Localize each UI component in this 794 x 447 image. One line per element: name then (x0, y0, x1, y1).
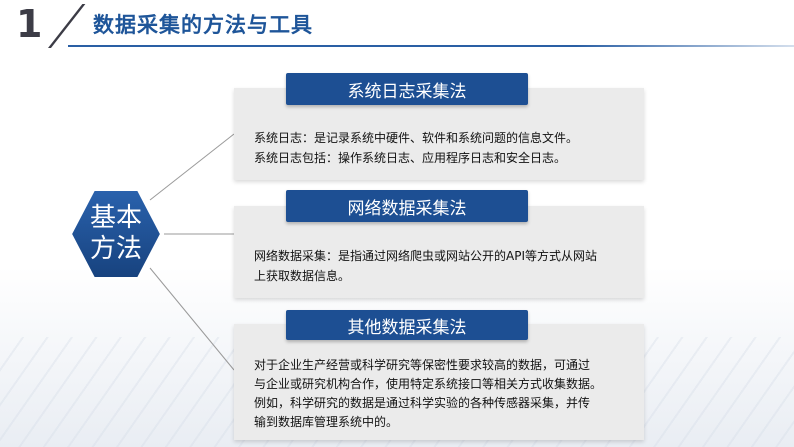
hexagon-label-line-1: 基本 (89, 203, 142, 233)
basic-methods-hexagon: 基本 方法 (68, 186, 164, 282)
method-tab-system-log: 系统日志采集法 (286, 73, 528, 105)
slide-header: 1 数据采集的方法与工具 (0, 0, 794, 48)
method-card-body: 网络数据采集：是指通过网络爬虫或网站公开的API等方式从网站 上获取数据信息。 (254, 246, 630, 286)
method-tab-network-data: 网络数据采集法 (286, 190, 528, 222)
connector-line-3 (149, 267, 235, 371)
method-text-line: 上获取数据信息。 (254, 269, 351, 283)
method-tab-other-data: 其他数据采集法 (286, 310, 528, 340)
hexagon-label: 基本 方法 (68, 186, 164, 282)
method-text-line: 系统日志包括：操作系统日志、应用程序日志和安全日志。 (254, 151, 567, 165)
connector-line-1 (149, 133, 235, 201)
method-text-line: 系统日志：是记录系统中硬件、软件和系统问题的信息文件。 (254, 131, 579, 145)
method-text-line: 网络数据采集：是指通过网络爬虫或网站公开的API等方式从网站 (254, 249, 597, 263)
page-title: 数据采集的方法与工具 (93, 13, 313, 37)
method-text-line: 例如，科学研究的数据是通过科学实验的各种传感器采集，并传 (254, 396, 591, 410)
hexagon-label-line-2: 方法 (89, 234, 142, 264)
method-card-body: 对于企业生产经营或科学研究等保密性要求较高的数据，可通过 与企业或研究机构合作，… (254, 356, 630, 432)
header-underline (68, 45, 794, 47)
method-card-other-data: 对于企业生产经营或科学研究等保密性要求较高的数据，可通过 与企业或研究机构合作，… (234, 324, 644, 440)
method-card-body: 系统日志：是记录系统中硬件、软件和系统问题的信息文件。 系统日志包括：操作系统日… (254, 128, 630, 168)
hexagon-shape (69, 189, 163, 279)
method-text-line: 输到数据库管理系统中的。 (254, 415, 399, 429)
method-text-line: 对于企业生产经营或科学研究等保密性要求较高的数据，可通过 (254, 358, 591, 372)
method-text-line: 与企业或研究机构合作，使用特定系统接口等相关方式收集数据。 (254, 377, 603, 391)
section-number: 1 (16, 2, 43, 46)
